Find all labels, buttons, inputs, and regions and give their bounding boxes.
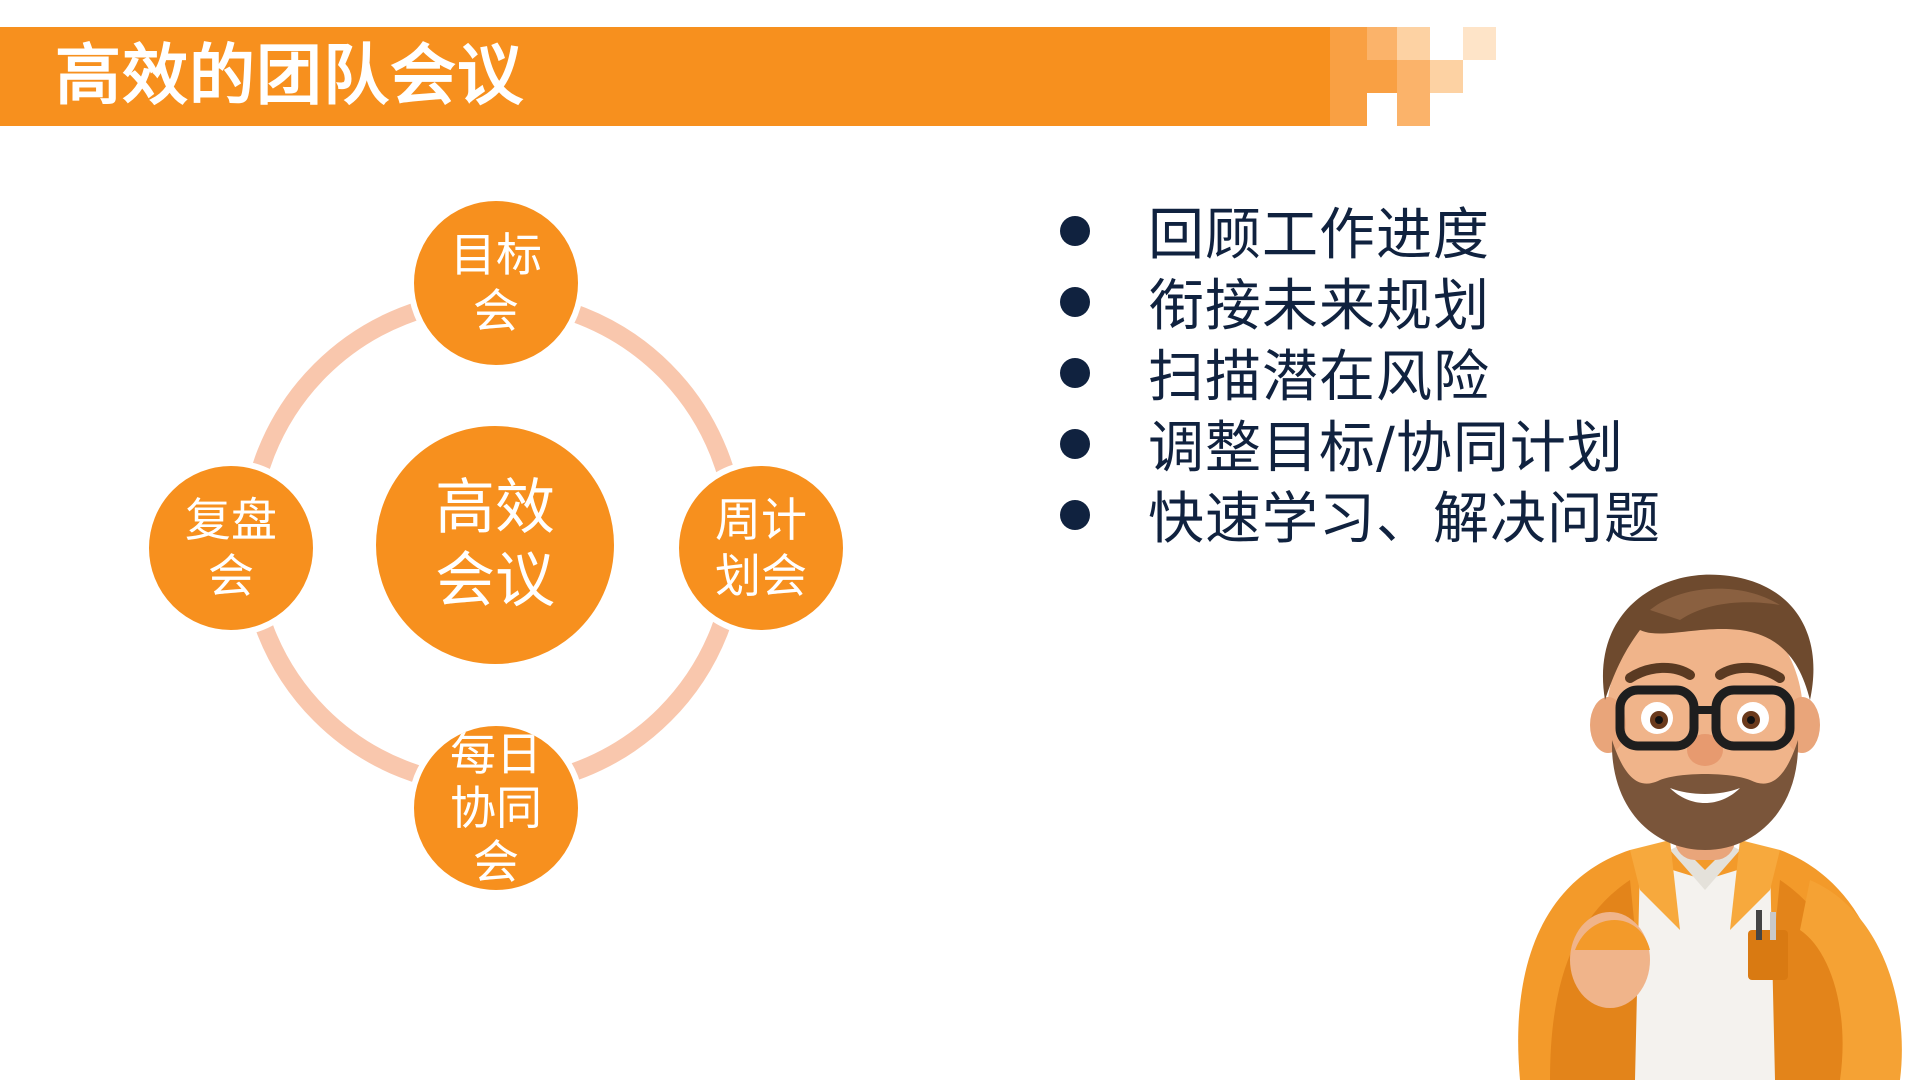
bullet-dot-icon <box>1060 499 1090 530</box>
node-daily-sync-meeting: 每日协同会 <box>408 720 584 896</box>
bullet-text: 调整目标/协同计划 <box>1148 416 1624 481</box>
bullet-text: 衔接未来规划 <box>1148 274 1490 339</box>
bullet-list: 回顾工作进度 衔接未来规划 扫描潜在风险 调整目标/协同计划 快速学习、解决问题 <box>1060 195 1661 552</box>
center-node-label: 高效会议 <box>435 472 555 616</box>
glasses-shape <box>1615 685 1699 751</box>
node-goal-meeting: 目标会 <box>408 195 584 371</box>
header-decoration <box>1367 60 1397 93</box>
bullet-dot-icon <box>1060 357 1090 388</box>
node-goal-meeting-label: 目标会 <box>450 227 542 338</box>
bullet-dot-icon <box>1060 286 1090 317</box>
header-decoration <box>1463 27 1496 60</box>
page-title: 高效的团队会议 <box>55 37 524 114</box>
list-item: 衔接未来规划 <box>1060 266 1661 339</box>
bullet-text: 回顾工作进度 <box>1148 203 1490 268</box>
node-review-meeting: 复盘会 <box>143 460 319 636</box>
bullet-text: 快速学习、解决问题 <box>1148 487 1661 552</box>
node-daily-sync-meeting-label: 每日协同会 <box>450 726 542 890</box>
bullet-dot-icon <box>1060 428 1090 459</box>
header-decoration <box>1397 27 1430 60</box>
mascot-illustration <box>1518 574 1902 1080</box>
list-item: 快速学习、解决问题 <box>1060 479 1661 552</box>
list-item: 调整目标/协同计划 <box>1060 408 1661 481</box>
header-bar <box>0 27 1335 126</box>
header-decoration <box>1397 93 1430 126</box>
header-decoration <box>1367 27 1397 60</box>
bullet-dot-icon <box>1060 215 1090 246</box>
center-node: 高效会议 <box>370 420 620 670</box>
head-shape <box>1607 600 1803 830</box>
list-item: 回顾工作进度 <box>1060 195 1661 268</box>
list-item: 扫描潜在风险 <box>1060 337 1661 410</box>
header-decoration <box>1430 60 1463 93</box>
node-review-meeting-label: 复盘会 <box>185 492 277 603</box>
header-decoration <box>1330 27 1367 126</box>
header-decoration <box>1397 60 1430 93</box>
bullet-text: 扫描潜在风险 <box>1148 345 1490 410</box>
node-weekly-plan-meeting: 周计划会 <box>673 460 849 636</box>
node-weekly-plan-meeting-label: 周计划会 <box>715 492 807 603</box>
